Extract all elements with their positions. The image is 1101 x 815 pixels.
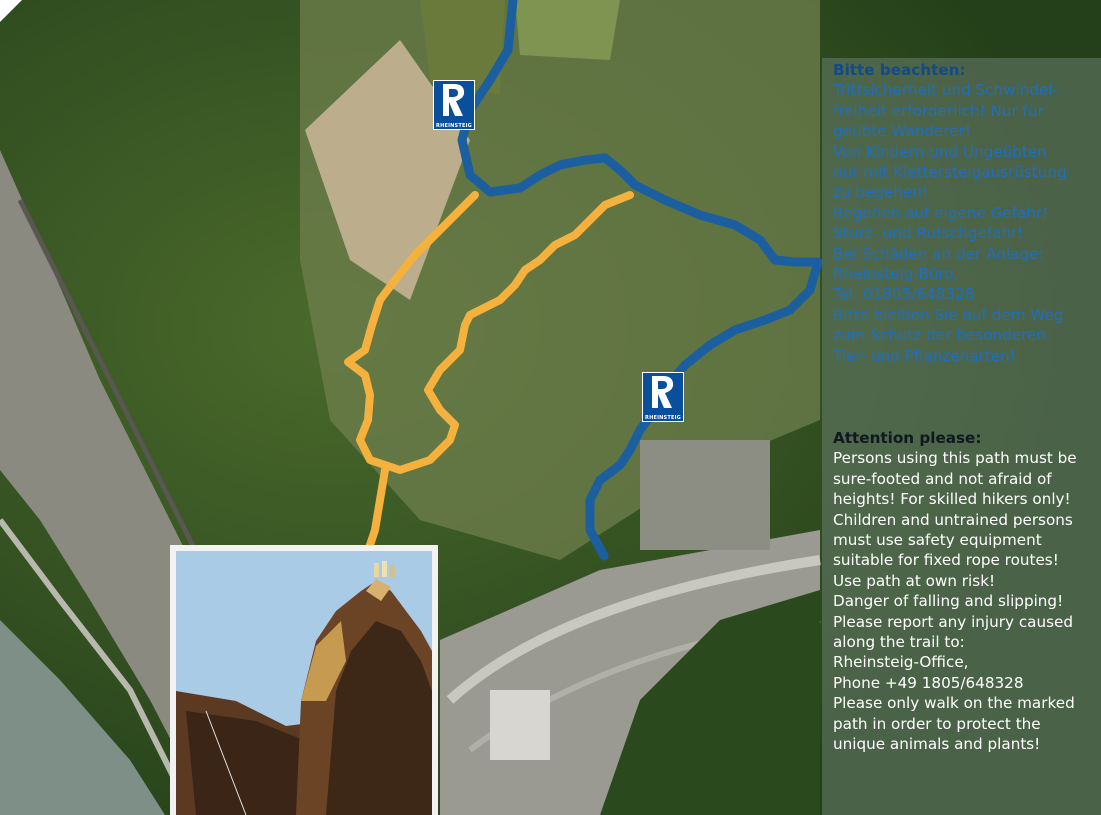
marker-label: RHEINSTEIG xyxy=(645,415,681,421)
english-line: Children and untrained persons xyxy=(833,510,1073,529)
rheinsteig-marker: RHEINSTEIG xyxy=(433,80,475,130)
german-line: zu begehen! xyxy=(833,183,929,202)
english-heading: Attention please: xyxy=(833,429,982,447)
english-notice: Attention please: Persons using this pat… xyxy=(833,428,1077,755)
english-line: Danger of falling and slipping! xyxy=(833,592,1064,611)
german-line: Rheinsteig-Büro, xyxy=(833,265,959,284)
german-line: geübte Wanderer! xyxy=(833,122,971,141)
german-heading: Bitte beachten: xyxy=(833,61,966,79)
rheinsteig-logo-icon xyxy=(443,84,465,116)
english-line: Use path at own risk! xyxy=(833,571,996,590)
german-line: Bei Schäden an der Anlage: xyxy=(833,244,1044,263)
english-line: must use safety equipment xyxy=(833,531,1042,550)
german-line: freiheit erforderlich! Nur für xyxy=(833,101,1044,120)
english-line: Please report any injury caused xyxy=(833,612,1074,631)
alternate-route xyxy=(344,191,634,474)
field xyxy=(515,0,620,60)
page-corner xyxy=(0,0,22,22)
english-line: Persons using this path must be xyxy=(833,449,1077,468)
english-line: Please only walk on the marked xyxy=(833,694,1075,713)
german-line: Von Kindern und Ungeübten xyxy=(833,142,1047,161)
cliff-photo-image xyxy=(176,551,432,815)
building xyxy=(490,690,550,760)
info-panel xyxy=(822,58,1101,815)
cemetery xyxy=(640,440,770,550)
german-line: Tel. 01805/648328 xyxy=(833,285,975,304)
german-line: Trittsicherheit und Schwindel- xyxy=(833,81,1059,100)
rheinsteig-logo-icon xyxy=(652,376,674,408)
english-line: unique animals and plants! xyxy=(833,735,1041,754)
english-line: sure-footed and not afraid of xyxy=(833,469,1052,488)
german-line: zum Schutz der besonderen xyxy=(833,326,1046,345)
german-line: Tier- und Pflanzenarten! xyxy=(833,346,1016,365)
rheinsteig-route xyxy=(457,0,823,561)
german-line: Bitte bleiben Sie auf dem Weg xyxy=(833,305,1064,324)
field xyxy=(420,0,505,95)
english-line: suitable for fixed rope routes! xyxy=(833,551,1059,570)
forest-patch xyxy=(600,590,820,815)
marker-label: RHEINSTEIG xyxy=(436,123,472,129)
english-line: Rheinsteig-Office, xyxy=(833,653,969,672)
german-line: Begehen auf eigene Gefahr! xyxy=(833,203,1049,222)
english-line: path in order to protect the xyxy=(833,714,1041,733)
town-road xyxy=(446,555,821,704)
german-line: nur mit Klettersteigausrüstung xyxy=(833,163,1067,182)
rheinsteig-marker: RHEINSTEIG xyxy=(642,372,684,422)
german-notice: Bitte beachten: Trittsicherheit und Schw… xyxy=(833,60,1067,366)
english-line: heights! For skilled hikers only! xyxy=(833,490,1071,509)
road xyxy=(0,518,178,782)
english-line: along the trail to: xyxy=(833,633,965,652)
cliff-photo xyxy=(170,545,438,815)
german-line: Sturz- und Rutschgefahr! xyxy=(833,224,1024,243)
vineyard-field xyxy=(305,40,470,300)
river xyxy=(0,620,165,815)
english-line: Phone +49 1805/648328 xyxy=(833,673,1024,692)
